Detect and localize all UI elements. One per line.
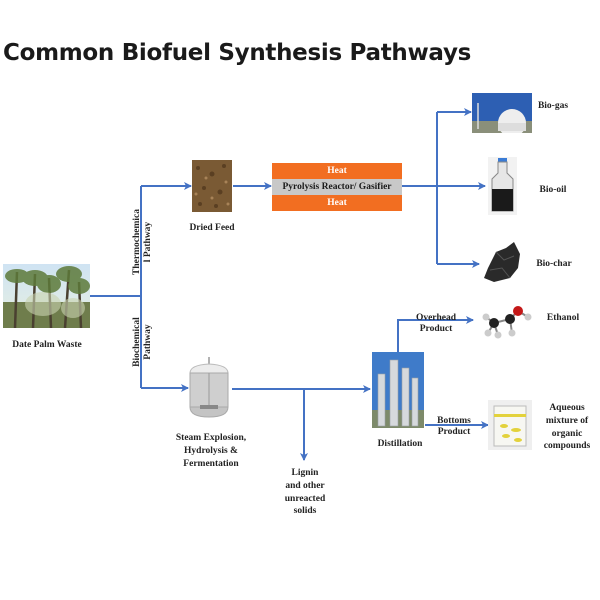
- distillation-label: Distillation: [377, 439, 423, 449]
- aqueous-mixture-label: Aqueous mixture of organic compounds: [543, 403, 591, 452]
- overhead-product-label: Overhead Product: [415, 313, 457, 335]
- distillation-column-icon: [372, 352, 424, 428]
- palm-trees-icon: [3, 264, 90, 328]
- biooil-label: Bio-oil: [539, 185, 567, 195]
- beaker-image: [488, 400, 532, 450]
- fermenter-image: [186, 357, 232, 421]
- dried-feed-label: Dried Feed: [189, 223, 235, 233]
- heat-bottom: Heat: [272, 195, 402, 211]
- ethanol-image: [480, 305, 532, 341]
- distillation-image: [372, 352, 424, 428]
- beaker-icon: [488, 400, 532, 450]
- biochemical-pathway-label: Biochemical Pathway: [132, 317, 153, 367]
- pyrolysis-reactor-label: Pyrolysis Reactor/ Gasifier: [272, 179, 402, 195]
- pyrolysis-reactor-block: Heat Pyrolysis Reactor/ Gasifier Heat: [272, 163, 402, 211]
- biogas-dome-icon: [472, 93, 532, 133]
- heat-top: Heat: [272, 163, 402, 179]
- date-palm-image: [3, 264, 90, 328]
- fermenter-label: Steam Explosion, Hydrolysis & Fermentati…: [175, 433, 247, 469]
- biogas-label: Bio-gas: [537, 101, 569, 111]
- page-title: Common Biofuel Synthesis Pathways: [3, 40, 472, 66]
- biochar-lumps-icon: [484, 242, 520, 282]
- date-palm-waste-label: Date Palm Waste: [12, 340, 82, 350]
- biooil-image: [488, 157, 517, 215]
- biogas-image: [472, 93, 532, 133]
- thermochemical-pathway-label: Thermochemica l Pathway: [132, 209, 153, 275]
- ethanol-label: Ethanol: [546, 313, 580, 323]
- biochar-image: [480, 238, 524, 283]
- bottoms-product-label: Bottoms Product: [437, 416, 471, 438]
- arrow-overhead-product: [397, 316, 474, 352]
- fermentation-reactor-icon: [189, 357, 229, 418]
- biomass-icon: [194, 164, 230, 208]
- dried-feed-image: [192, 160, 232, 212]
- bio-oil-bottle-icon: [488, 157, 517, 215]
- lignin-label: Lignin and other unreacted solids: [284, 468, 326, 517]
- biochar-label: Bio-char: [536, 259, 572, 269]
- ethanol-molecule-icon: [482, 306, 532, 339]
